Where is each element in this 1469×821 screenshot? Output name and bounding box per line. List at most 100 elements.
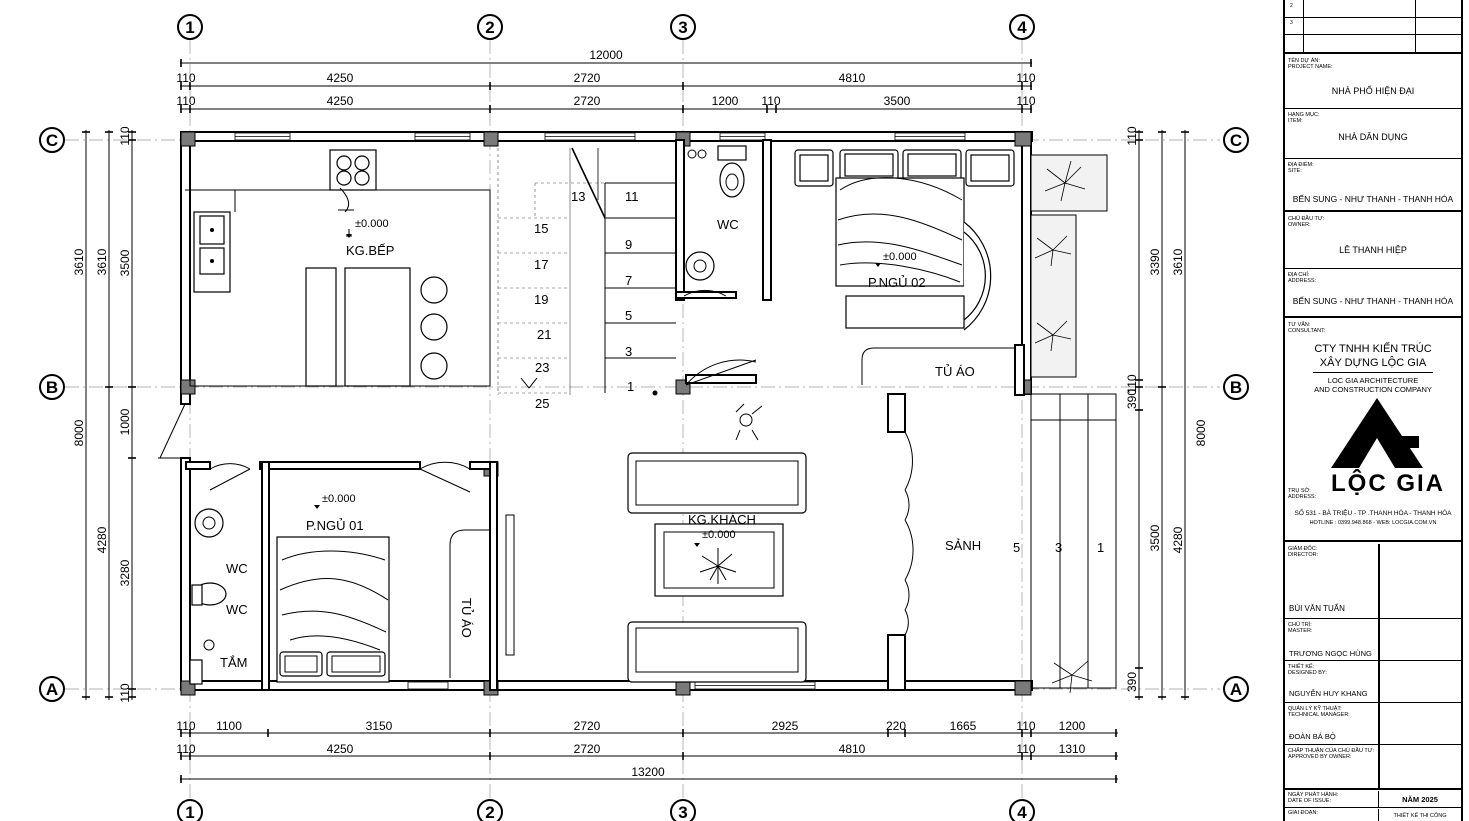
dim-bot-r2-2: 2720 bbox=[574, 742, 601, 756]
grid-bubble-1-bottom: 1 bbox=[177, 799, 203, 821]
dim-top-r2-1: 4250 bbox=[327, 94, 354, 108]
stair-num-3: 3 bbox=[625, 344, 632, 359]
dim-left-outer-2: 4280 bbox=[95, 526, 109, 553]
grid-bubble-3-bottom: 3 bbox=[670, 799, 696, 821]
dim-bot-r1-0: 110 bbox=[176, 719, 195, 733]
wardrobe-top-label: TỦ ÁO bbox=[935, 364, 975, 379]
dim-top-r2-3: 1200 bbox=[712, 94, 739, 108]
dim-bot-r1-3: 2720 bbox=[574, 719, 601, 733]
svg-text:1: 1 bbox=[185, 803, 194, 821]
owner-value: LÊ THANH HIỆP bbox=[1339, 245, 1407, 255]
dim-top-r2-4: 110 bbox=[761, 94, 780, 108]
stair-num-17: 17 bbox=[534, 257, 548, 272]
kitchen-area: ±0.000 KG.BẾP bbox=[185, 149, 491, 387]
approved-row: CHẤP THUẬN CỦA CHỦ ĐẦU TƯ:APPROVED BY OW… bbox=[1285, 746, 1461, 790]
address-row: ĐỊA CHỈ:ADDRESS: BẾN SUNG - NHƯ THANH - … bbox=[1285, 270, 1461, 318]
master-value: TRƯƠNG NGỌC HÙNG bbox=[1289, 649, 1372, 658]
logo-text: LỘC GIA bbox=[1331, 470, 1445, 497]
svg-text:2: 2 bbox=[485, 18, 494, 37]
dim-bot-r1-8: 1200 bbox=[1059, 719, 1086, 733]
dim-top-r1-1: 4250 bbox=[327, 71, 354, 85]
floor-plan-drawing: 1 2 3 4 1 2 3 4 C B A C B A 12000 110 42… bbox=[39, 14, 1249, 821]
company-line-1: CTY TNHH KIẾN TRÚC bbox=[1314, 343, 1432, 355]
kitchen-label: KG.BẾP bbox=[346, 243, 394, 258]
director-row: GIÁM ĐỐC:DIRECTOR: BÙI VĂN TUẤN bbox=[1285, 544, 1461, 619]
dim-top-r1-3: 4810 bbox=[839, 71, 866, 85]
dim-bot-r1-7: 110 bbox=[1016, 719, 1035, 733]
planters: 5 3 1 bbox=[1013, 154, 1117, 694]
dim-bot-r2-4: 110 bbox=[1016, 742, 1035, 756]
dim-bot-r2-1: 4250 bbox=[327, 742, 354, 756]
dim-bot-overall: 13200 bbox=[631, 765, 665, 779]
dim-left-inner-0: 110 bbox=[118, 126, 132, 145]
tech-value: ĐOÀN BÁ BỘ bbox=[1289, 732, 1336, 741]
stair-num-1: 1 bbox=[627, 379, 634, 394]
top-dimensions: 12000 110 4250 2720 4810 110 110 4250 27… bbox=[176, 48, 1036, 113]
item-value: NHÀ DÂN DỤNG bbox=[1338, 132, 1408, 142]
bottom-dimensions: 110 1100 3150 2720 2925 220 1665 110 120… bbox=[176, 719, 1118, 783]
wc-bottom-left: WC WC TẮM bbox=[158, 403, 251, 685]
porch-step-5: 5 bbox=[1013, 540, 1020, 555]
tech-row: QUẢN LÝ KỸ THUẬT:TECHNICAL MANAGER: ĐOÀN… bbox=[1285, 704, 1461, 745]
bedroom1-level: ±0.000 bbox=[322, 493, 356, 505]
kitchen-level: ±0.000 bbox=[355, 218, 389, 230]
wc-top-label: WC bbox=[717, 217, 739, 232]
dim-left-outer-0b: 3610 bbox=[95, 248, 109, 275]
grid-bubble-2-top: 2 bbox=[477, 14, 503, 40]
grid-bubble-C-right: C bbox=[1223, 127, 1249, 153]
stair-num-9: 9 bbox=[625, 237, 632, 252]
dim-bot-r2-5: 1310 bbox=[1059, 742, 1086, 756]
grid-bubbles: 1 2 3 4 1 2 3 4 C B A C B A bbox=[39, 14, 1249, 821]
director-value: BÙI VĂN TUẤN bbox=[1289, 604, 1345, 613]
svg-text:C: C bbox=[1230, 131, 1242, 150]
dim-left-inner-4: 110 bbox=[118, 683, 132, 702]
issue-year: NĂM 2025 bbox=[1402, 795, 1438, 804]
grid-bubble-C-left: C bbox=[39, 127, 65, 153]
master-row: CHỦ TRÌ:MASTER: TRƯƠNG NGỌC HÙNG bbox=[1285, 620, 1461, 661]
owner-row: CHỦ ĐẦU TƯ:OWNER: LÊ THANH HIỆP bbox=[1285, 214, 1461, 269]
bedroom2-label: P.NGỦ 02 bbox=[868, 275, 926, 290]
stair-num-21: 21 bbox=[537, 327, 551, 342]
site-row: ĐỊA ĐIỂM:SITE: BẾN SUNG - NHƯ THANH - TH… bbox=[1285, 160, 1461, 212]
bedroom2-level: ±0.000 bbox=[883, 251, 917, 263]
bath-label: TẮM bbox=[220, 655, 247, 670]
svg-text:C: C bbox=[46, 131, 58, 150]
svg-text:1: 1 bbox=[185, 18, 194, 37]
person-icon bbox=[735, 403, 763, 441]
dim-top-r2-6: 110 bbox=[1016, 94, 1035, 108]
item-row: HẠNG MỤC:ITEM: NHÀ DÂN DỤNG bbox=[1285, 110, 1461, 159]
wc-left-label-2: WC bbox=[226, 602, 248, 617]
dim-right-inner-0: 110 bbox=[1125, 126, 1139, 145]
grid-bubble-B-left: B bbox=[39, 374, 65, 400]
stair-num-11: 11 bbox=[625, 189, 639, 204]
wardrobe-bottom-label: TỦ ÁO bbox=[459, 598, 474, 638]
consultant-row: TƯ VẤN:CONSULTANT: CTY TNHH KIẾN TRÚC XÂ… bbox=[1285, 320, 1461, 542]
porch-step-1: 1 bbox=[1097, 540, 1104, 555]
dim-top-r1-2: 2720 bbox=[574, 71, 601, 85]
dim-left-outer-0: 3610 bbox=[72, 248, 86, 275]
project-row: TÊN DỰ ÁN:PROJECT NAME: NHÀ PHỐ HIỆN ĐẠI bbox=[1285, 56, 1461, 109]
hq-address: SỐ 531 - BÀ TRIỆU - TP .THANH HÓA - THAN… bbox=[1294, 510, 1452, 517]
staircase: 13 11 15 9 17 7 19 5 21 3 23 1 25 bbox=[497, 147, 676, 411]
company-en-2: AND CONSTRUCTION COMPANY bbox=[1314, 385, 1432, 394]
dim-right-outer-2: 4280 bbox=[1171, 526, 1185, 553]
company-line-2: XÂY DỰNG LỘC GIA bbox=[1319, 357, 1427, 369]
svg-text:B: B bbox=[46, 378, 58, 397]
stair-num-7: 7 bbox=[625, 273, 632, 288]
right-dimensions: 110 3390 110 390 3500 390 3610 8000 4280 bbox=[1125, 126, 1208, 700]
living-level: ±0.000 bbox=[702, 529, 736, 541]
dim-left-outer-1: 8000 bbox=[72, 419, 86, 446]
dim-right-inner-4: 3500 bbox=[1148, 524, 1162, 551]
svg-text:3: 3 bbox=[678, 18, 687, 37]
title-block: 2 3 TÊN DỰ ÁN:PROJECT NAME: NHÀ PHỐ HIỆN… bbox=[1283, 0, 1463, 821]
hotline: HOTLINE : 0399.948.868 - WEB: LOCGIA.COM… bbox=[1309, 520, 1437, 526]
grid-bubble-3-top: 3 bbox=[670, 14, 696, 40]
svg-text:A: A bbox=[46, 680, 58, 699]
dim-bot-r2-0: 110 bbox=[176, 742, 195, 756]
svg-text:2: 2 bbox=[485, 803, 494, 821]
svg-text:B: B bbox=[1230, 378, 1242, 397]
dim-top-r2-0: 110 bbox=[176, 94, 195, 108]
svg-text:3: 3 bbox=[678, 803, 687, 821]
grid-bubble-A-left: A bbox=[39, 676, 65, 702]
dim-bot-r1-6: 1665 bbox=[950, 719, 977, 733]
